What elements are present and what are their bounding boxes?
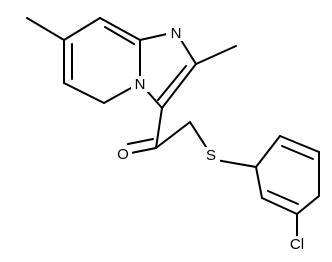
- bond: [155, 107, 163, 149]
- atom-label-bg: [114, 146, 132, 162]
- bond: [255, 166, 263, 199]
- bond: [63, 82, 105, 104]
- bond: [155, 121, 191, 149]
- atom-label-bg: [166, 25, 186, 41]
- atom-label-bg: [131, 76, 149, 92]
- bond: [26, 17, 65, 41]
- atom-label-bg: [285, 236, 309, 253]
- atom-sulfur: S: [206, 147, 216, 164]
- bond: [104, 26, 135, 45]
- bond: [267, 190, 299, 205]
- bond: [157, 65, 187, 101]
- bond: [296, 195, 320, 215]
- atom-oxygen: O: [117, 146, 129, 163]
- bond: [195, 45, 237, 65]
- bond: [189, 121, 209, 151]
- atom-chlorine: Cl: [290, 236, 304, 253]
- bond: [63, 17, 101, 41]
- bond: [161, 63, 197, 109]
- bond: [127, 138, 154, 145]
- atom-label-bg: [202, 147, 220, 163]
- bond: [281, 145, 314, 160]
- atom-n-imidazole: N: [171, 25, 182, 42]
- atom-n-bridge: N: [135, 76, 146, 93]
- bond: [255, 135, 281, 168]
- bond: [261, 197, 298, 215]
- bond: [99, 17, 141, 41]
- bond: [215, 159, 257, 168]
- bond: [279, 135, 320, 153]
